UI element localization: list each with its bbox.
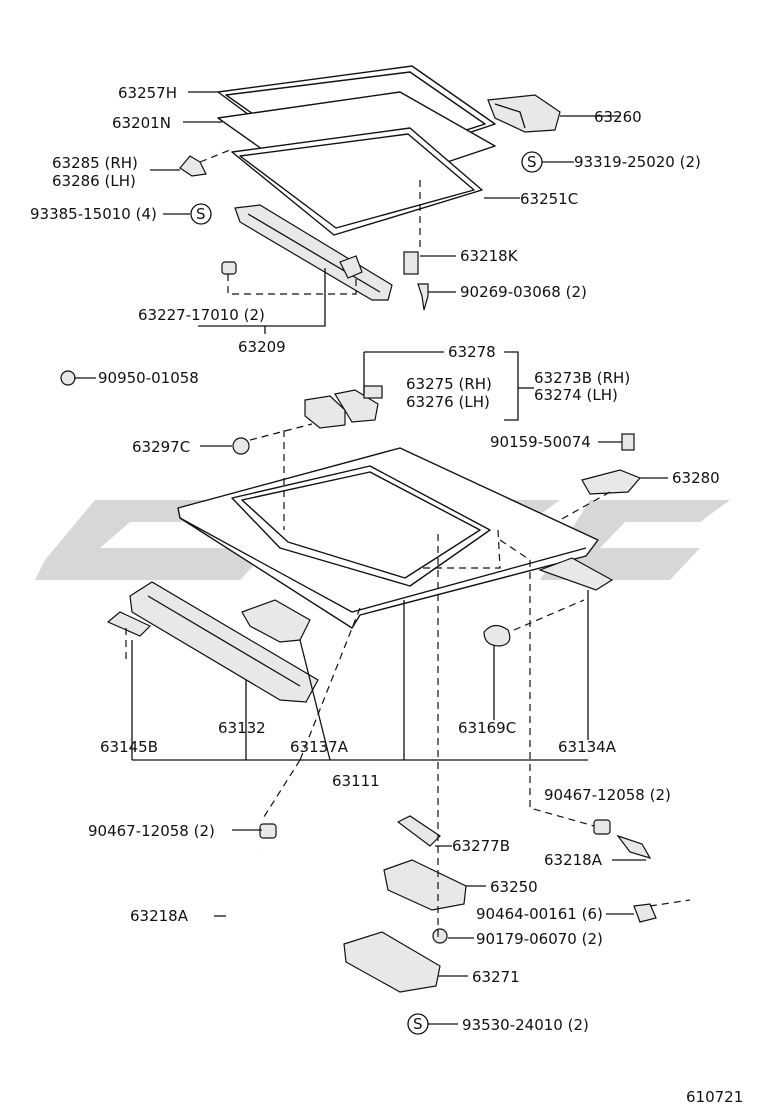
screw-90269 — [417, 283, 429, 311]
label-63218K: 63218K — [460, 247, 519, 265]
label-93385: 93385-15010 (4) — [30, 205, 157, 223]
label-63277B: 63277B — [452, 837, 510, 855]
label-63274: 63274 (LH) — [534, 386, 618, 404]
label-63201N: 63201N — [112, 114, 171, 132]
label-63286: 63286 (LH) — [52, 172, 136, 190]
svg-text:S: S — [527, 153, 537, 171]
bracket-63137A — [241, 599, 311, 643]
label-63227: 63227-17010 (2) — [138, 306, 265, 324]
label-63111: 63111 — [332, 772, 380, 790]
motor-63271 — [343, 931, 441, 993]
bracket-63218K — [403, 251, 419, 275]
sunroof-frame-63209 — [234, 204, 393, 301]
label-63260: 63260 — [594, 108, 642, 126]
label-63275: 63275 (RH) — [406, 375, 492, 393]
bracket-63280 — [581, 469, 642, 495]
bracket-63145B — [106, 611, 152, 637]
label-63257H: 63257H — [118, 84, 177, 102]
clip-90464 — [633, 903, 657, 923]
grommet-63169C — [483, 624, 511, 647]
label-63132: 63132 — [218, 719, 266, 737]
drain-hose-right — [639, 847, 729, 1001]
bracket-63285 — [179, 155, 207, 177]
part-labels: 63257H 63201N 63285 (RH) 63286 (LH) 9338… — [30, 84, 743, 1106]
s-symbol-93385: S — [190, 203, 212, 225]
bolt-90159 — [621, 433, 635, 451]
svg-text:S: S — [196, 205, 206, 223]
label-90269: 90269-03068 (2) — [460, 283, 587, 301]
label-63250: 63250 — [490, 878, 538, 896]
label-63134A: 63134A — [558, 738, 617, 756]
clip-90467-right — [593, 819, 611, 835]
label-63273B: 63273B (RH) — [534, 369, 630, 387]
label-63271: 63271 — [472, 968, 520, 986]
link-63277B — [396, 815, 441, 847]
svg-text:S: S — [413, 1015, 423, 1033]
label-90464: 90464-00161 (6) — [476, 905, 603, 923]
assembly-lines — [125, 149, 691, 940]
diagram-id: 610721 — [686, 1088, 743, 1106]
label-93319: 93319-25020 (2) — [574, 153, 701, 171]
leader-lines — [74, 91, 668, 1025]
label-63278: 63278 — [448, 343, 496, 361]
label-63209: 63209 — [238, 338, 286, 356]
clip-63297C — [232, 437, 250, 455]
label-63169C: 63169C — [458, 719, 516, 737]
clip-63227 — [221, 261, 237, 275]
clip-90467-left — [259, 823, 277, 839]
label-63280: 63280 — [672, 469, 720, 487]
label-63218A-left: 63218A — [130, 907, 189, 925]
bracket-63260 — [487, 94, 561, 133]
bracket-63273B — [304, 395, 346, 429]
rear-rail-63134A — [538, 557, 614, 591]
label-63251C: 63251C — [520, 190, 578, 208]
label-93530: 93530-24010 (2) — [462, 1016, 589, 1034]
s-symbols: S S S — [190, 151, 543, 1035]
label-90159: 90159-50074 — [490, 433, 591, 451]
label-63285: 63285 (RH) — [52, 154, 138, 172]
label-63276: 63276 (LH) — [406, 393, 490, 411]
label-90467-left: 90467-12058 (2) — [88, 822, 215, 840]
label-90179: 90179-06070 (2) — [476, 930, 603, 948]
s-symbol-93319: S — [521, 151, 543, 173]
label-90467-right: 90467-12058 (2) — [544, 786, 671, 804]
roof-panel-63111 — [177, 447, 599, 629]
plate-63275 — [363, 385, 383, 399]
hose-end-63218A — [616, 834, 652, 860]
label-90950: 90950-01058 — [98, 369, 199, 387]
front-header-63132 — [129, 581, 319, 703]
label-63297C: 63297C — [132, 438, 190, 456]
nut-90950 — [60, 370, 76, 386]
label-63145B: 63145B — [100, 738, 158, 756]
nut-90179 — [432, 928, 448, 944]
s-symbol-93530: S — [407, 1013, 429, 1035]
label-63218A-right: 63218A — [544, 851, 603, 869]
label-63137A: 63137A — [290, 738, 349, 756]
bracket-63250 — [383, 859, 467, 911]
